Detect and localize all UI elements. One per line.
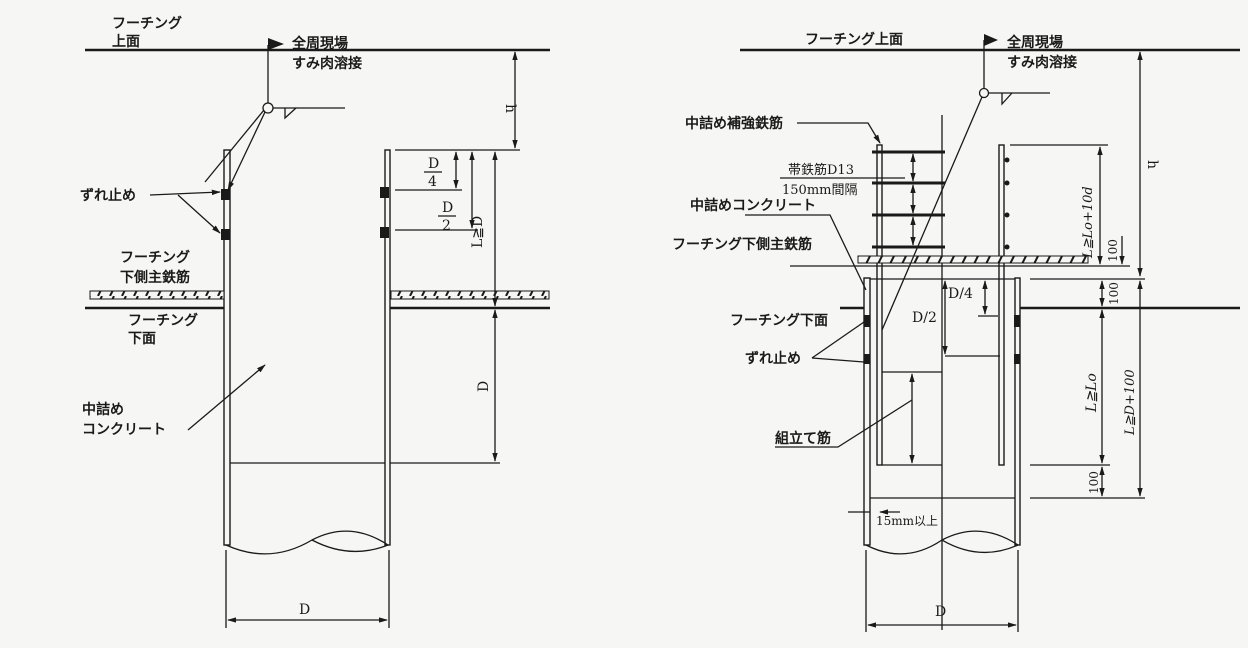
footing-top-label-2: 上面 xyxy=(112,34,140,50)
shear-key-label: ずれ止め xyxy=(745,350,801,367)
hoop-label-2: 150mm間隔 xyxy=(782,183,857,198)
weld-label-1: 全周現場 xyxy=(1006,34,1063,51)
dimension-lines xyxy=(225,51,520,628)
right-figure: フーチング上面 xyxy=(672,31,1240,632)
dim-l-top: L≧Lo+10d xyxy=(1081,186,1096,259)
footing-bottom-label-1: フーチング xyxy=(128,312,198,329)
dim-h: h xyxy=(1144,160,1160,169)
dim-h: h xyxy=(502,104,518,113)
footing-rebar-label: フーチング下側主鉄筋 xyxy=(672,236,812,253)
dim-d: D xyxy=(476,381,492,392)
dim-100-b: 100 xyxy=(1107,282,1121,305)
dim-l-total: L≧D+100 xyxy=(1123,369,1138,436)
footing-rebar-label-1: フーチング xyxy=(120,249,190,266)
infill-rebar-cage xyxy=(864,144,1020,466)
footing-top-label-1: フーチング xyxy=(112,15,182,32)
weld-label-2: すみ肉溶接 xyxy=(292,55,362,72)
footing-bottom-label: フーチング下面 xyxy=(730,312,828,329)
shear-key-icons xyxy=(221,187,389,240)
footing-rebar xyxy=(390,290,550,300)
dim-width: D xyxy=(935,604,946,620)
dim-100-a: 100 xyxy=(1106,239,1120,262)
reinforcing-bar-label: 中詰め補強鉄筋 xyxy=(685,115,783,132)
dim-d2-num: D xyxy=(442,200,453,216)
infill-concrete-label-2: コンクリート xyxy=(82,422,166,438)
dim-100-c: 100 xyxy=(1087,471,1101,494)
hoop-label-1: 帯鉄筋D13 xyxy=(788,162,854,178)
infill-concrete-label-1: 中詰め xyxy=(82,401,124,418)
weld-label-1: 全周現場 xyxy=(291,35,348,52)
shear-key-label: ずれ止め xyxy=(80,187,136,204)
dim-l: L≧D xyxy=(470,216,486,248)
weld-label-2: すみ肉溶接 xyxy=(1007,54,1077,71)
footing-rebar xyxy=(857,255,1089,264)
dim-d2-den: 2 xyxy=(442,218,451,234)
dim-lo: L≧Lo xyxy=(1084,373,1100,413)
footing-rebar xyxy=(89,290,225,300)
footing-rebar-label-2: 下側主鉄筋 xyxy=(120,269,190,286)
dim-d4-den: 4 xyxy=(428,174,437,190)
footing-top-label: フーチング上面 xyxy=(805,31,903,48)
steel-pipe xyxy=(223,149,391,555)
dim-d4-num: D xyxy=(428,156,439,172)
weld-symbol-icon xyxy=(881,34,1050,331)
dim-d4: D/4 xyxy=(948,286,973,302)
infill-concrete-label: 中詰めコンクリート xyxy=(690,197,816,214)
weld-symbol-icon xyxy=(204,38,345,191)
footing-bottom-label-2: 下面 xyxy=(128,331,156,347)
left-figure: フーチング 上面 全周現場 すみ肉溶接 xyxy=(80,15,550,628)
cover-label: 15mm以上 xyxy=(876,514,938,528)
dim-d2: D/2 xyxy=(912,310,937,326)
dimension-lines xyxy=(865,51,1145,632)
dim-width: D xyxy=(299,602,310,618)
assembly-bar-label: 組立て筋 xyxy=(775,430,831,447)
